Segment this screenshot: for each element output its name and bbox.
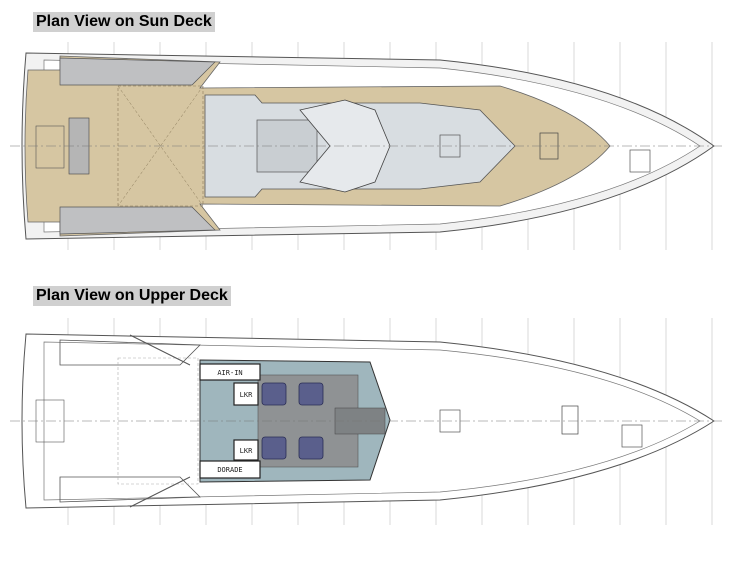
lkr-bottom-box — [233, 439, 259, 461]
side-walkway-port — [59, 57, 216, 86]
seat — [261, 382, 287, 406]
air-in-label: AIR-IN — [217, 369, 242, 377]
seat — [261, 436, 287, 460]
windscreen — [299, 99, 391, 193]
dorade-box — [199, 460, 261, 479]
lkr-top-label: LKR — [240, 391, 253, 399]
upper-deck-title: Plan View on Upper Deck — [33, 286, 231, 306]
helm-seats — [261, 382, 324, 460]
lkr-bottom-label: LKR — [240, 447, 253, 455]
hatch — [35, 125, 65, 169]
sun-deck-title: Plan View on Sun Deck — [33, 12, 215, 32]
seat — [298, 436, 324, 460]
upper-deck-plan: AIR-IN LKR LKR DORADE — [10, 333, 725, 509]
lkr-top-box — [233, 382, 259, 406]
air-in-box — [199, 363, 261, 381]
seat — [298, 382, 324, 406]
bow-locker — [629, 149, 651, 173]
sun-deck-plan — [10, 52, 725, 240]
dorade-label: DORADE — [217, 466, 242, 474]
side-walkway-stbd — [59, 206, 216, 235]
